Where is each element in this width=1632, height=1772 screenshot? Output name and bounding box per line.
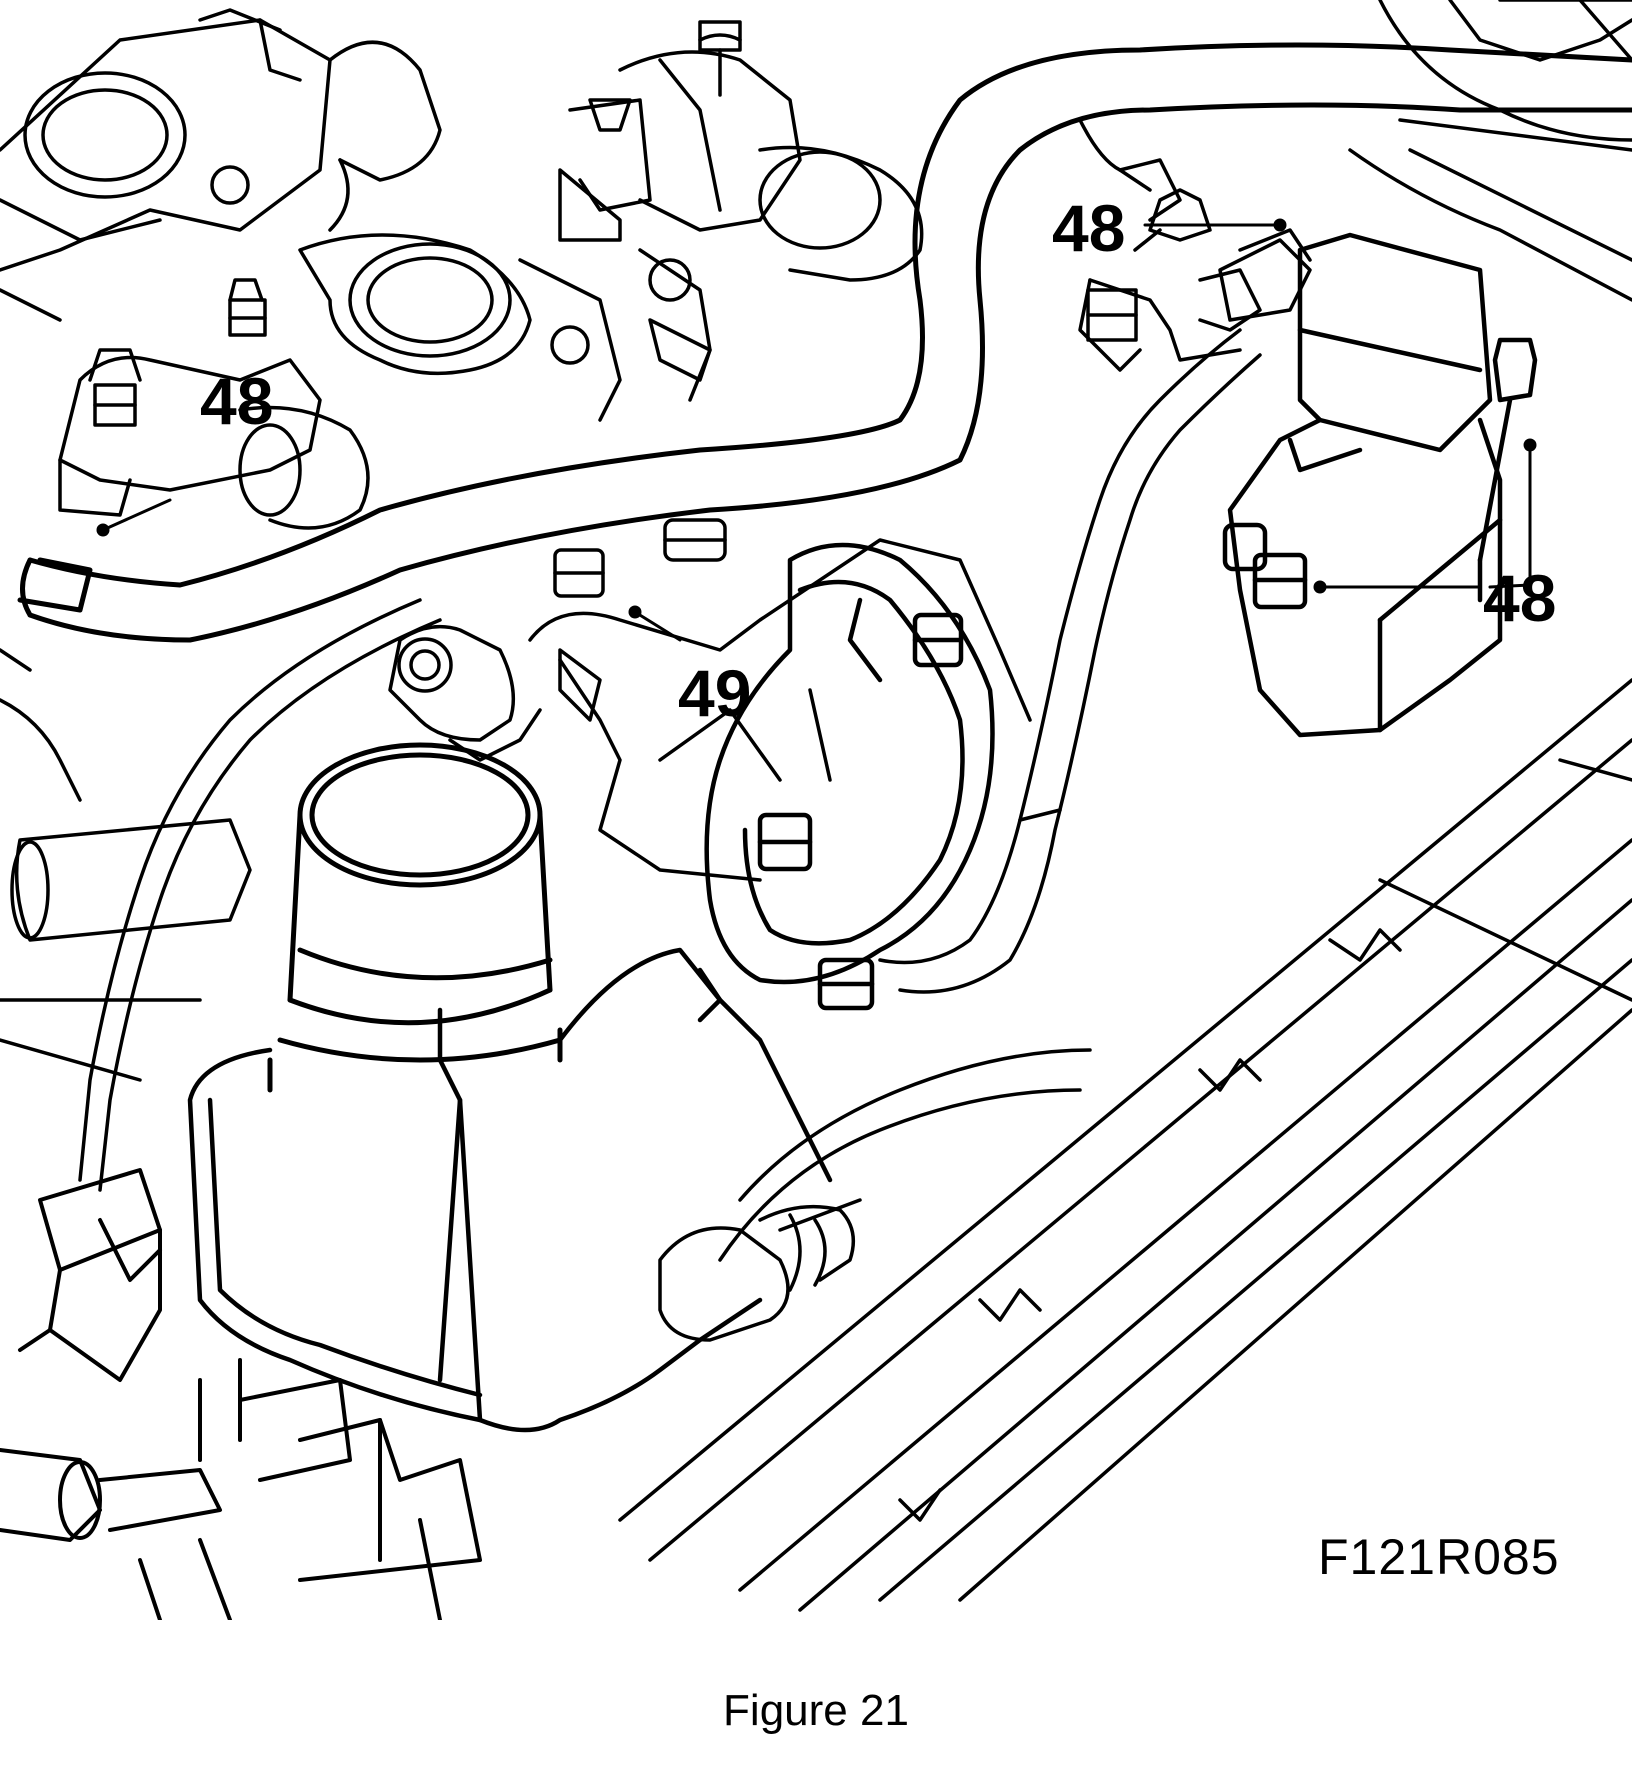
- left-vertical-line: [78, 598, 442, 1192]
- callout-48-left: 48: [200, 364, 274, 438]
- thermostat-housing: [704, 542, 995, 1011]
- coolant-hose-upper: [17, 42, 1632, 643]
- sensor-bracket-right: [1222, 232, 1538, 738]
- oil-filter-housing: [388, 624, 542, 762]
- callout-48-right: 48: [1483, 561, 1557, 635]
- fuel-line-connector: [1078, 188, 1312, 372]
- manifold-center: [528, 518, 1032, 882]
- housing-top-right: [1078, 0, 1632, 302]
- callout-leader-lines: [96, 218, 1537, 642]
- lower-left-connectors: [0, 1168, 482, 1620]
- cylinder-head-ports: [0, 8, 622, 422]
- figure-code: F121R085: [1318, 1529, 1560, 1585]
- bearing-cap-left: [58, 278, 370, 530]
- callout-49: 49: [678, 656, 752, 730]
- reservoir-cap: [267, 742, 563, 1093]
- timing-cover-rails: [618, 678, 1632, 1612]
- engine-line-drawing: [0, 0, 1632, 1620]
- left-pipe-stubs: [0, 648, 252, 1082]
- figure-caption: Figure 21: [723, 1686, 909, 1735]
- reservoir-body: [187, 947, 833, 1433]
- cam-bearing-center: [558, 20, 924, 402]
- fuel-pipe-thin: [878, 328, 1262, 994]
- pulley-lower: [658, 1048, 1092, 1342]
- callout-48-top: 48: [1052, 191, 1126, 265]
